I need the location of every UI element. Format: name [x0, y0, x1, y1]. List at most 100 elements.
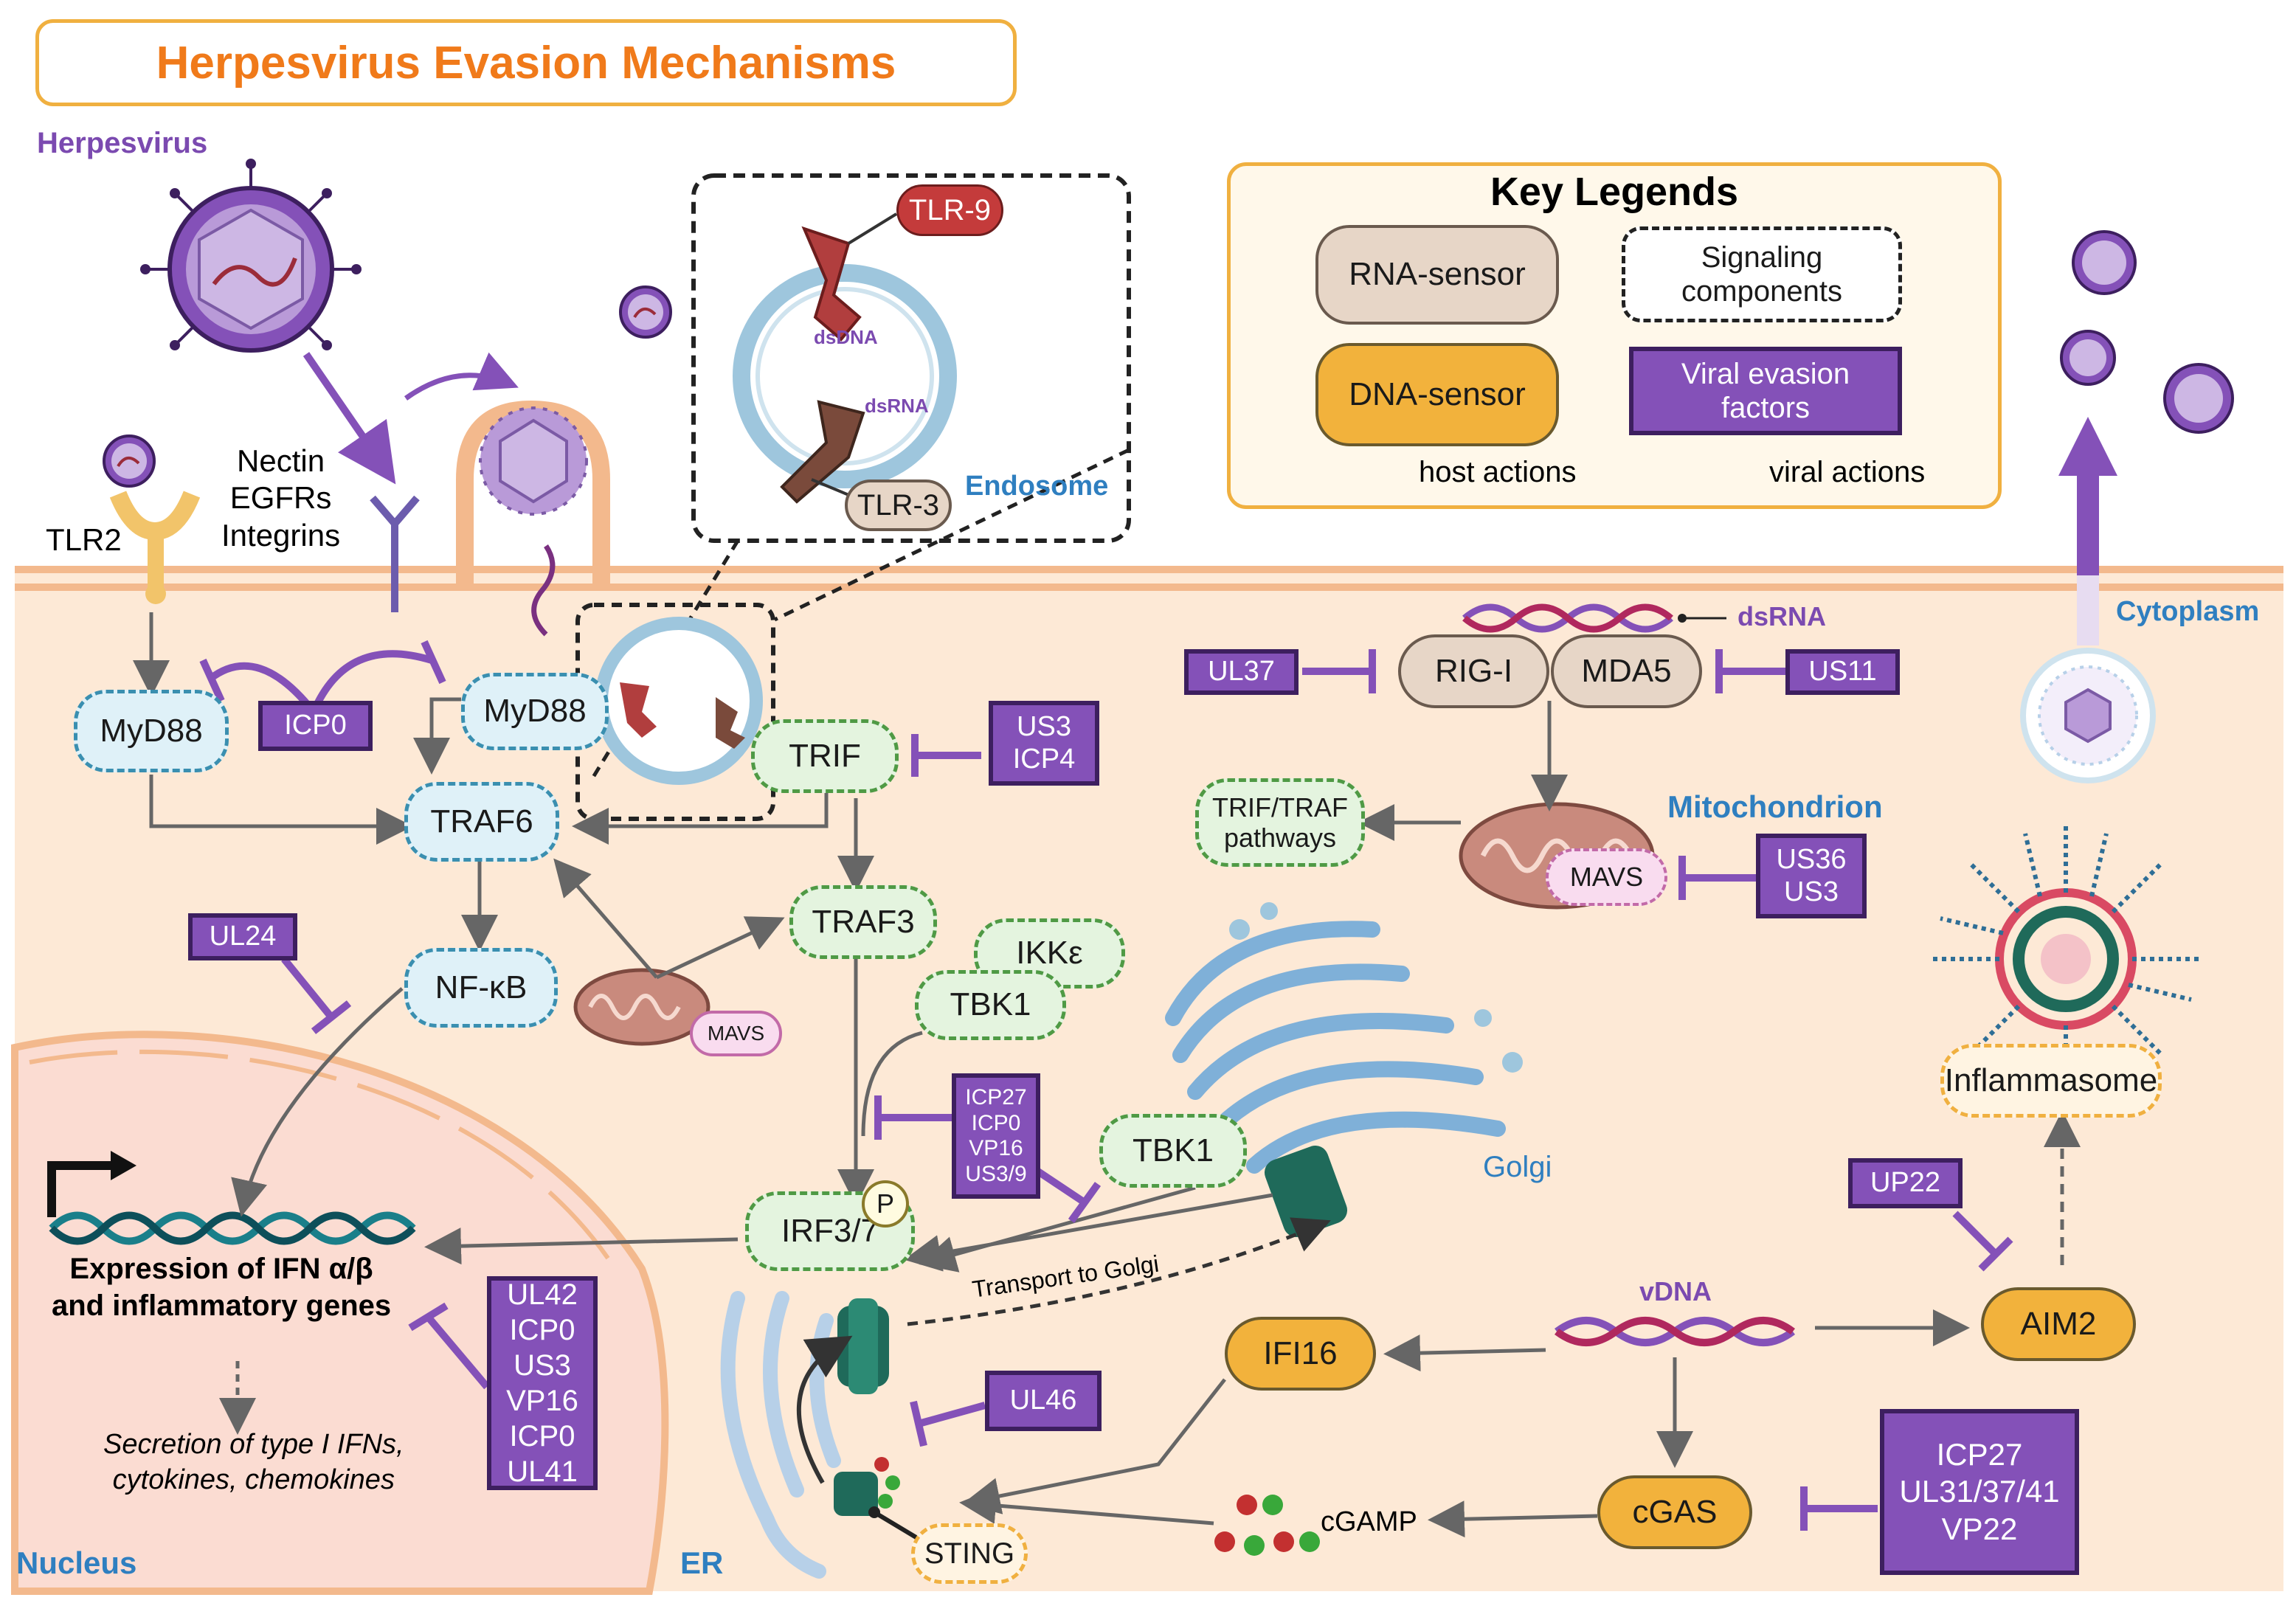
expression-line-2: and inflammatory genes — [52, 1289, 392, 1322]
tlr3-node: TLR-3 — [845, 479, 952, 531]
phospho-node: P — [862, 1180, 909, 1228]
vdna-label: vDNA — [1639, 1276, 1712, 1306]
sting-protein-golgi — [1264, 1145, 1348, 1238]
ifi16-node: IFI16 — [1225, 1317, 1376, 1391]
viral-ul46: UL46 — [985, 1371, 1102, 1431]
herpesvirus-particle — [140, 159, 362, 353]
viral-icp27-group-item-4: US3/9 — [965, 1161, 1027, 1186]
golgi-label: Golgi — [1483, 1151, 1552, 1183]
nucleus-label: Nucleus — [16, 1545, 137, 1580]
traf3-node: TRAF3 — [789, 885, 937, 959]
sting-protein-er — [837, 1298, 889, 1394]
expression-label: Expression of IFN α/β and inflammatory g… — [52, 1250, 391, 1324]
small-virus-tlr2 — [103, 434, 156, 488]
legend-rna-sensor: RNA-sensor — [1315, 225, 1559, 325]
viral-ul46-item: UL46 — [1009, 1385, 1077, 1416]
cgamp-label: cGAMP — [1321, 1506, 1417, 1537]
expression-line-1: Expression of IFN α/β — [69, 1253, 373, 1285]
small-virus-endosome — [619, 285, 672, 339]
viral-ul42-group-item-4: VP16 — [506, 1385, 578, 1417]
viral-icp0-top-item: ICP0 — [284, 710, 347, 741]
mitochondrion-label: Mitochondrion — [1667, 789, 1883, 824]
viral-up22-item: UP22 — [1870, 1167, 1941, 1199]
endosome-label: Endosome — [965, 471, 1109, 502]
viral-ul42-group-item-3: US3 — [514, 1349, 571, 1382]
viral-up22: UP22 — [1848, 1158, 1963, 1208]
myd88-left-node: MyD88 — [74, 690, 229, 772]
legend-signaling-line-2: components — [1681, 275, 1842, 308]
legend-title: Key Legends — [1490, 170, 1739, 214]
viral-icp27-cgas: ICP27 UL31/37/41 VP22 — [1880, 1409, 2079, 1575]
viral-icp27-cgas-item-2: UL31/37/41 — [1899, 1474, 2060, 1509]
viral-us11: US11 — [1785, 649, 1900, 695]
legend-signaling: Signaling components — [1622, 226, 1902, 322]
traf6-node: TRAF6 — [404, 782, 559, 862]
herpesvirus-label: Herpesvirus — [37, 127, 208, 159]
secretion-line-1: Secretion of type I IFNs, — [103, 1429, 404, 1460]
inflammasome-node: Inflammasome — [1940, 1044, 2162, 1118]
viral-us3-icp4-item-2: ICP4 — [1012, 743, 1076, 775]
viral-ul42-group-item-6: UL41 — [507, 1455, 578, 1488]
trif-node: TRIF — [751, 719, 899, 793]
mitochondrion-small — [573, 968, 710, 1046]
myd88-right-node: MyD88 — [461, 673, 609, 750]
dsrna-endo-label: dsRNA — [865, 395, 929, 417]
legend-viral-factors: Viral evasion factors — [1629, 347, 1902, 435]
nectin-label: Nectin — [237, 443, 325, 478]
tlr2-label: TLR2 — [46, 522, 122, 557]
tbk1-b-node: TBK1 — [1099, 1114, 1247, 1188]
golgi-apparatus — [1165, 921, 1506, 1174]
trif-traf-node: TRIF/TRAF pathways — [1195, 778, 1365, 867]
secretion-line-2: cytokines, chemokines — [112, 1464, 395, 1495]
released-virions — [2060, 230, 2234, 434]
viral-icp27-cgas-item-3: VP22 — [1941, 1511, 2018, 1546]
legend-viral-line-1: Viral evasion — [1681, 358, 1850, 390]
dsdna-label: dsDNA — [814, 326, 878, 348]
nfkb-node: NF-κB — [404, 948, 558, 1028]
key-legends-panel: Key Legends RNA-sensor Signaling compone… — [1227, 162, 2002, 509]
viral-ul42-group-item-5: ICP0 — [509, 1420, 575, 1453]
dsrna-cyto-label: dsRNA — [1737, 601, 1827, 631]
integrins-label: Integrins — [221, 517, 341, 553]
viral-ul24: UL24 — [188, 913, 297, 960]
viral-icp27-cgas-item-1: ICP27 — [1936, 1436, 2023, 1472]
viral-ul37: UL37 — [1184, 649, 1299, 695]
viral-ul42-group-item-1: UL42 — [507, 1278, 578, 1311]
sting-node: STING — [911, 1523, 1028, 1584]
viral-us36-us3-item-1: US36 — [1776, 843, 1847, 875]
viral-us3-icp4: US3 ICP4 — [989, 701, 1099, 786]
tlr2-receptor — [109, 491, 201, 604]
inflammasome-complex — [1933, 826, 2199, 1084]
secretion-label: Secretion of type I IFNs, cytokines, che… — [103, 1427, 404, 1498]
viral-us3-icp4-item-1: US3 — [1017, 710, 1071, 742]
egfrs-label: EGFRs — [229, 480, 332, 516]
cgas-node: cGAS — [1597, 1475, 1752, 1549]
viral-icp0-top: ICP0 — [258, 701, 373, 751]
viral-us36-us3: US36 US3 — [1756, 834, 1867, 918]
legend-dna-sensor: DNA-sensor — [1315, 343, 1559, 446]
er-label: ER — [680, 1545, 724, 1580]
rigi-node: RIG-I — [1398, 634, 1549, 708]
aim2-node: AIM2 — [1981, 1287, 2136, 1361]
legend-signaling-line-1: Signaling — [1701, 241, 1823, 274]
tbk1-a-node: TBK1 — [915, 970, 1066, 1040]
trif-traf-line-2: pathways — [1223, 823, 1337, 853]
viral-ul24-item: UL24 — [209, 921, 277, 952]
legend-host-actions: host actions — [1419, 456, 1577, 488]
viral-us36-us3-item-2: US3 — [1784, 876, 1839, 907]
receptors-label: Nectin EGFRs Integrins — [221, 443, 340, 554]
viral-icp27-group-item-1: ICP27 — [965, 1085, 1027, 1109]
legend-viral-line-2: factors — [1721, 392, 1811, 424]
viral-us11-item: US11 — [1808, 656, 1877, 688]
cytoplasm-label: Cytoplasm — [2116, 596, 2260, 627]
viral-ul42-group: UL42 ICP0 US3 VP16 ICP0 UL41 — [487, 1276, 598, 1490]
viral-icp27-group-item-3: VP16 — [969, 1136, 1023, 1160]
trif-traf-line-1: TRIF/TRAF — [1212, 792, 1348, 823]
legend-viral-actions: viral actions — [1769, 456, 1926, 488]
mda5-node: MDA5 — [1551, 634, 1702, 708]
viral-ul37-item: UL37 — [1208, 656, 1275, 688]
diagram-title: Herpesvirus Evasion Mechanisms — [35, 19, 1017, 106]
tlr9-node: TLR-9 — [896, 184, 1003, 236]
